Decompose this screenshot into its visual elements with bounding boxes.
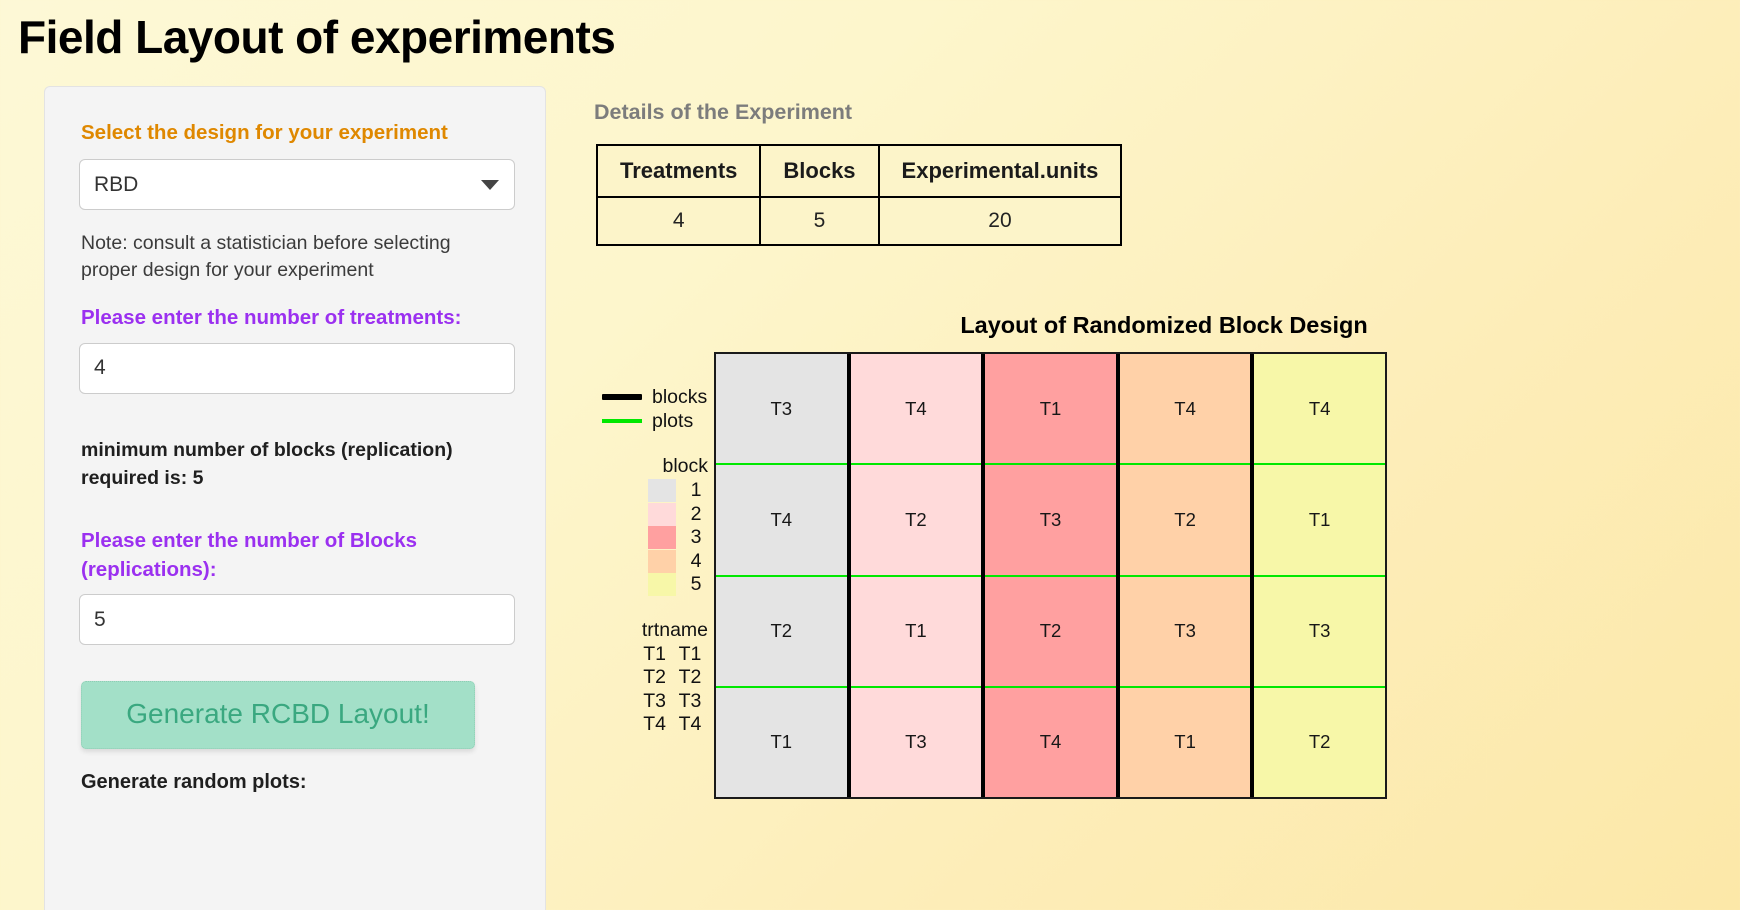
cell-blocks: 5 [759, 196, 880, 246]
block-swatch-label: 2 [690, 502, 702, 525]
table-row: 4 5 20 [595, 196, 1123, 246]
plot-cell: T2 [716, 576, 847, 688]
legend-trtname-entry: T1 T1 [594, 643, 718, 667]
block-swatch-label: 1 [690, 479, 702, 502]
plot-cell: T3 [985, 465, 1116, 577]
plot-cell: T3 [716, 354, 847, 466]
plot-cell: T1 [1254, 465, 1385, 577]
blocks-input[interactable] [79, 594, 515, 646]
trtname-key: T1 [643, 642, 666, 665]
plot-cell: T1 [716, 687, 847, 797]
details-table: Treatments Blocks Experimental.units 4 5… [595, 144, 1123, 246]
trtname-value: T4 [678, 713, 702, 736]
treatments-input-label: Please enter the number of treatments: [81, 306, 462, 330]
legend-block-entry: 3 [594, 526, 718, 550]
cell-treatments: 4 [595, 196, 762, 246]
plot-cell: T4 [1254, 354, 1385, 466]
statistician-note: Note: consult a statistician before sele… [81, 232, 451, 281]
blocks-input-label: Please enter the number of Blocks (repli… [81, 529, 418, 582]
layout-plot: Layout of Randomized Block Design blocks… [594, 300, 1734, 820]
details-heading: Details of the Experiment [594, 100, 853, 124]
generate-random-plots-label: Generate random plots: [81, 771, 307, 794]
legend-label-plots: plots [652, 409, 694, 432]
plot-cell: T2 [1254, 687, 1385, 797]
plot-cell: T4 [716, 465, 847, 577]
plot-cell: T1 [985, 354, 1116, 466]
controls-panel: Select the design for your experiment RB… [44, 86, 546, 910]
block-color-swatch [648, 549, 676, 573]
plot-cell: T3 [1254, 576, 1385, 688]
treatments-input[interactable] [79, 342, 515, 394]
legend-title-block: block [662, 455, 708, 477]
legend-title-trtname: trtname [641, 618, 708, 641]
legend-block-entry: 4 [594, 549, 718, 574]
plot-cell: T1 [1119, 687, 1251, 797]
block-swatch-label: 3 [690, 526, 702, 549]
trtname-key: T2 [643, 666, 666, 689]
plot-cell: T3 [1119, 576, 1251, 688]
trtname-key: T3 [643, 689, 666, 712]
trtname-key: T4 [643, 713, 666, 736]
design-select-label: Select the design for your experiment [81, 121, 448, 144]
table-header-row: Treatments Blocks Experimental.units [595, 144, 1123, 198]
plot-cell: T4 [1119, 354, 1251, 466]
legend-block-entry: 2 [594, 502, 718, 527]
plots-line-icon [598, 419, 646, 423]
legend-item-plots: plots [594, 409, 718, 433]
plot-cell: T3 [850, 687, 982, 797]
cell-experimental-units: 20 [877, 196, 1123, 246]
column-header-blocks: Blocks [759, 144, 880, 198]
legend-block-entry: 1 [594, 479, 718, 503]
legend-label-blocks: blocks [652, 385, 708, 408]
block-swatch-label: 4 [690, 549, 702, 572]
design-select[interactable]: RBD [79, 159, 515, 210]
block-color-swatch [648, 526, 676, 550]
trtname-value: T2 [678, 666, 702, 689]
generate-rcbd-layout-button[interactable]: Generate RCBD Layout! [81, 681, 475, 750]
block-color-swatch [648, 479, 676, 503]
column-header-experimental-units: Experimental.units [877, 144, 1123, 198]
blocks-line-icon [598, 394, 646, 400]
block-swatch-label: 5 [690, 573, 702, 596]
legend-item-blocks: blocks [594, 385, 718, 409]
legend-trtname-entry: T2 T2 [594, 666, 718, 690]
plot-cell: T2 [1119, 465, 1251, 577]
plot-cell: T1 [850, 576, 982, 688]
block-color-swatch [648, 573, 676, 597]
page-title: Field Layout of experiments [18, 11, 616, 63]
column-header-treatments: Treatments [595, 144, 762, 198]
legend-block-entry: 5 [594, 573, 718, 597]
design-select-wrapper[interactable]: RBD [79, 159, 515, 210]
plot-cell: T2 [850, 465, 982, 577]
plot-cell: T2 [985, 576, 1116, 688]
plot-cell: T4 [850, 354, 982, 466]
trtname-value: T1 [678, 642, 702, 665]
trtname-value: T3 [678, 689, 702, 712]
legend-trtname-entry: T3 T3 [594, 690, 718, 714]
legend-trtname-entry: T4 T4 [594, 713, 718, 737]
plot-title: Layout of Randomized Block Design [960, 312, 1368, 338]
minimum-blocks-note: minimum number of blocks (replication) r… [81, 438, 453, 489]
block-color-swatch [648, 502, 676, 526]
plot-cell: T4 [985, 687, 1116, 797]
